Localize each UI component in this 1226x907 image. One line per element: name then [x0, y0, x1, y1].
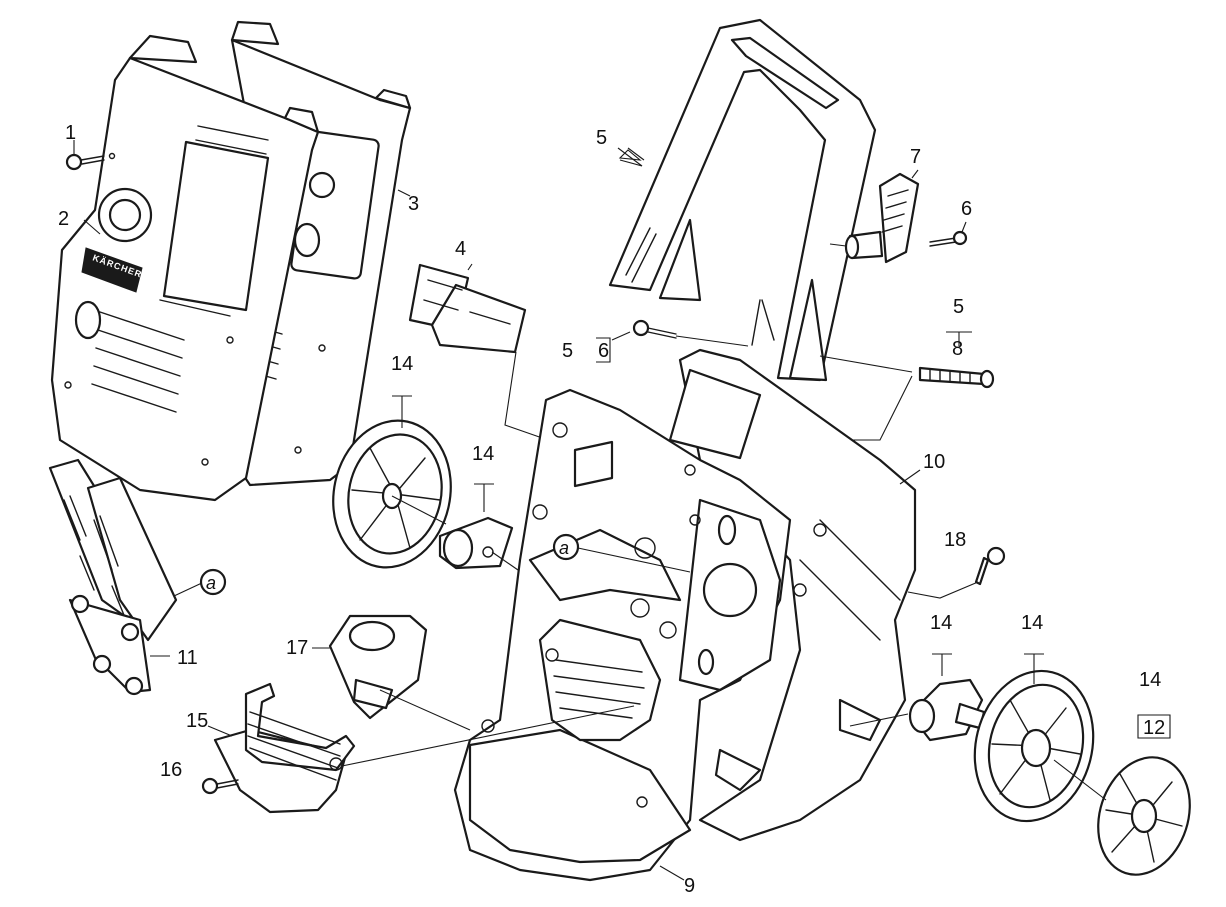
callout-5-screw: 5: [562, 340, 573, 362]
hose-holder-part-11: [48, 458, 205, 696]
callout-14-hub-right: 14: [930, 612, 952, 634]
callout-14-wheel-right: 14: [1021, 612, 1043, 634]
callout-12: 12: [1143, 717, 1165, 739]
screw-part-1: [65, 140, 116, 171]
bolt-part-8: [819, 355, 995, 441]
bracket-part-4: [408, 263, 549, 441]
marker-a-left: a: [199, 568, 227, 596]
callout-10: 10: [923, 451, 945, 473]
front-housing-panel: KÄRCHER: [50, 34, 320, 502]
callout-18: 18: [944, 529, 966, 551]
leader-lines: [83, 169, 972, 881]
handle-grip-part-7: [829, 172, 920, 264]
callout-6-screw: 6: [598, 340, 609, 362]
screw-part-6-right: [929, 230, 968, 247]
callout-5-handle: 5: [596, 127, 607, 149]
screw-part-18: [907, 546, 1006, 599]
nozzle-holder-part-17: [312, 614, 471, 731]
left-hub-part-14: [438, 483, 519, 571]
callout-16: 16: [160, 759, 182, 781]
callout-7: 7: [910, 146, 921, 168]
marker-a-center: a: [552, 533, 691, 573]
screw-part-16: [201, 777, 239, 795]
callout-6-right: 6: [961, 198, 972, 220]
callout-4: 4: [455, 238, 466, 260]
callout-5-bolt: 5: [953, 296, 964, 318]
callout-14-hub-left: 14: [472, 443, 494, 465]
callout-11: 11: [177, 647, 198, 669]
callout-9: 9: [684, 875, 695, 897]
left-wheel-part-14: [332, 395, 452, 569]
handle-assembly: [608, 18, 877, 382]
callout-3: 3: [408, 193, 419, 215]
screw-part-6-center: [632, 319, 749, 347]
hub-cap-part-12: [1053, 714, 1191, 876]
callout-2: 2: [58, 208, 69, 230]
callout-15: 15: [186, 710, 208, 732]
rear-frame-part-10: [668, 348, 917, 842]
right-wheel-part-14: [973, 653, 1095, 823]
svg-text:a: a: [206, 573, 216, 593]
callout-14-wheel-left: 14: [391, 353, 413, 375]
callout-17: 17: [286, 637, 308, 659]
callout-labels: 1 2 3 4 5 7 6 5 6 5 8 14 14 10 18 11 17 …: [58, 122, 1165, 897]
callout-14-cap: 14: [1139, 669, 1161, 691]
svg-text:a: a: [559, 538, 569, 558]
callout-8: 8: [952, 338, 963, 360]
cable-hook-part-15: [207, 682, 635, 814]
callout-1: 1: [65, 122, 76, 144]
base-frame-part-9: [453, 388, 792, 882]
